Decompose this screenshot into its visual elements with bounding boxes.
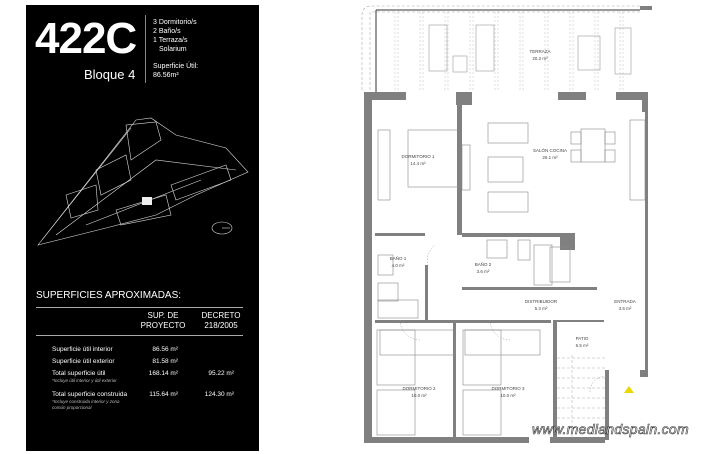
room-area: 14.4 m² (410, 161, 426, 166)
block-label: Bloque 4 (84, 67, 136, 82)
divider (145, 15, 146, 83)
room-area: 20.2 m² (532, 56, 548, 61)
interior-furniture (376, 119, 646, 436)
unit-info-panel: 422C Bloque 4 3 Dormitorio/s 2 Baño/s 1 … (26, 5, 259, 451)
room-name: ENTRADA (614, 299, 636, 304)
room-labels: TERRAZA 20.2 m² DORMITORIO 1 14.4 m² SALÓN… (390, 49, 636, 398)
room-area: 10.0 m² (411, 393, 427, 398)
wall (640, 6, 652, 10)
room-area: 10.0 m² (500, 393, 516, 398)
row-label: Total superficie útil*Incluye útil inter… (52, 370, 117, 383)
unit-code: 422C (35, 14, 137, 63)
divider (36, 335, 243, 336)
feature: Solarium (159, 46, 187, 53)
surface-value: 86.56m² (153, 72, 179, 79)
door-swings (399, 244, 607, 393)
row-decreto: 124.30 m² (204, 391, 234, 398)
useful-surface: Superficie Útil: 86.56m² (153, 62, 198, 80)
feature: 1 Terraza/s (153, 37, 188, 44)
terrace-outline (361, 5, 640, 90)
surfaces-title: SUPERFICIES APROXIMADAS: (36, 290, 182, 301)
stairs (557, 355, 605, 440)
unit-highlight (142, 197, 152, 205)
row-label: Total superficie construida*Incluye cons… (52, 391, 128, 410)
room-name: PATIO (576, 336, 589, 341)
room-name: BAÑO 1 (390, 255, 407, 261)
room-name: BAÑO 2 (475, 261, 492, 267)
row-decreto: 95.22 m² (208, 370, 234, 377)
walls (364, 92, 648, 443)
divider (36, 307, 243, 308)
site-plan-sketch (37, 117, 249, 246)
surface-label: Superficie Útil: (153, 63, 199, 70)
room-area: 3.6 m² (477, 269, 490, 274)
room-area: 3.5 m² (619, 306, 632, 311)
room-name: DORMITORIO 3 (492, 386, 525, 391)
room-name: DISTRIBUIDOR (525, 299, 558, 304)
room-area: 5.3 m² (535, 306, 548, 311)
room-area: 4.0 m² (392, 263, 405, 268)
row-proyecto: 115.64 m² (149, 391, 178, 398)
row-label: Superficie útil exterior (52, 358, 115, 365)
feature: 2 Baño/s (153, 28, 181, 35)
row-label: Superficie útil interior (52, 346, 113, 353)
room-name: DORMITORIO 1 (402, 154, 435, 159)
room-area: 26.1 m² (542, 155, 558, 160)
room-area: 6.5 m² (576, 343, 589, 348)
row-proyecto: 168.14 m² (148, 370, 178, 377)
features-list: 3 Dormitorio/s 2 Baño/s 1 Terraza/s Sola… (153, 18, 197, 54)
terrace-furniture (428, 24, 632, 75)
watermark: www.medlandspain.com (532, 421, 689, 438)
room-name: SALÓN COCINA (533, 147, 567, 153)
entrance-marker-icon (624, 386, 634, 393)
row-proyecto: 81.58 m² (152, 358, 178, 365)
floor-plan: TERRAZA 20.2 m² DORMITORIO 1 14.4 m² SALÓN… (361, 5, 652, 443)
feature: 3 Dormitorio/s (153, 19, 197, 26)
room-name: DORMITORIO 2 (403, 386, 436, 391)
room-name: TERRAZA (529, 49, 550, 54)
row-proyecto: 86.56 m² (152, 346, 178, 353)
